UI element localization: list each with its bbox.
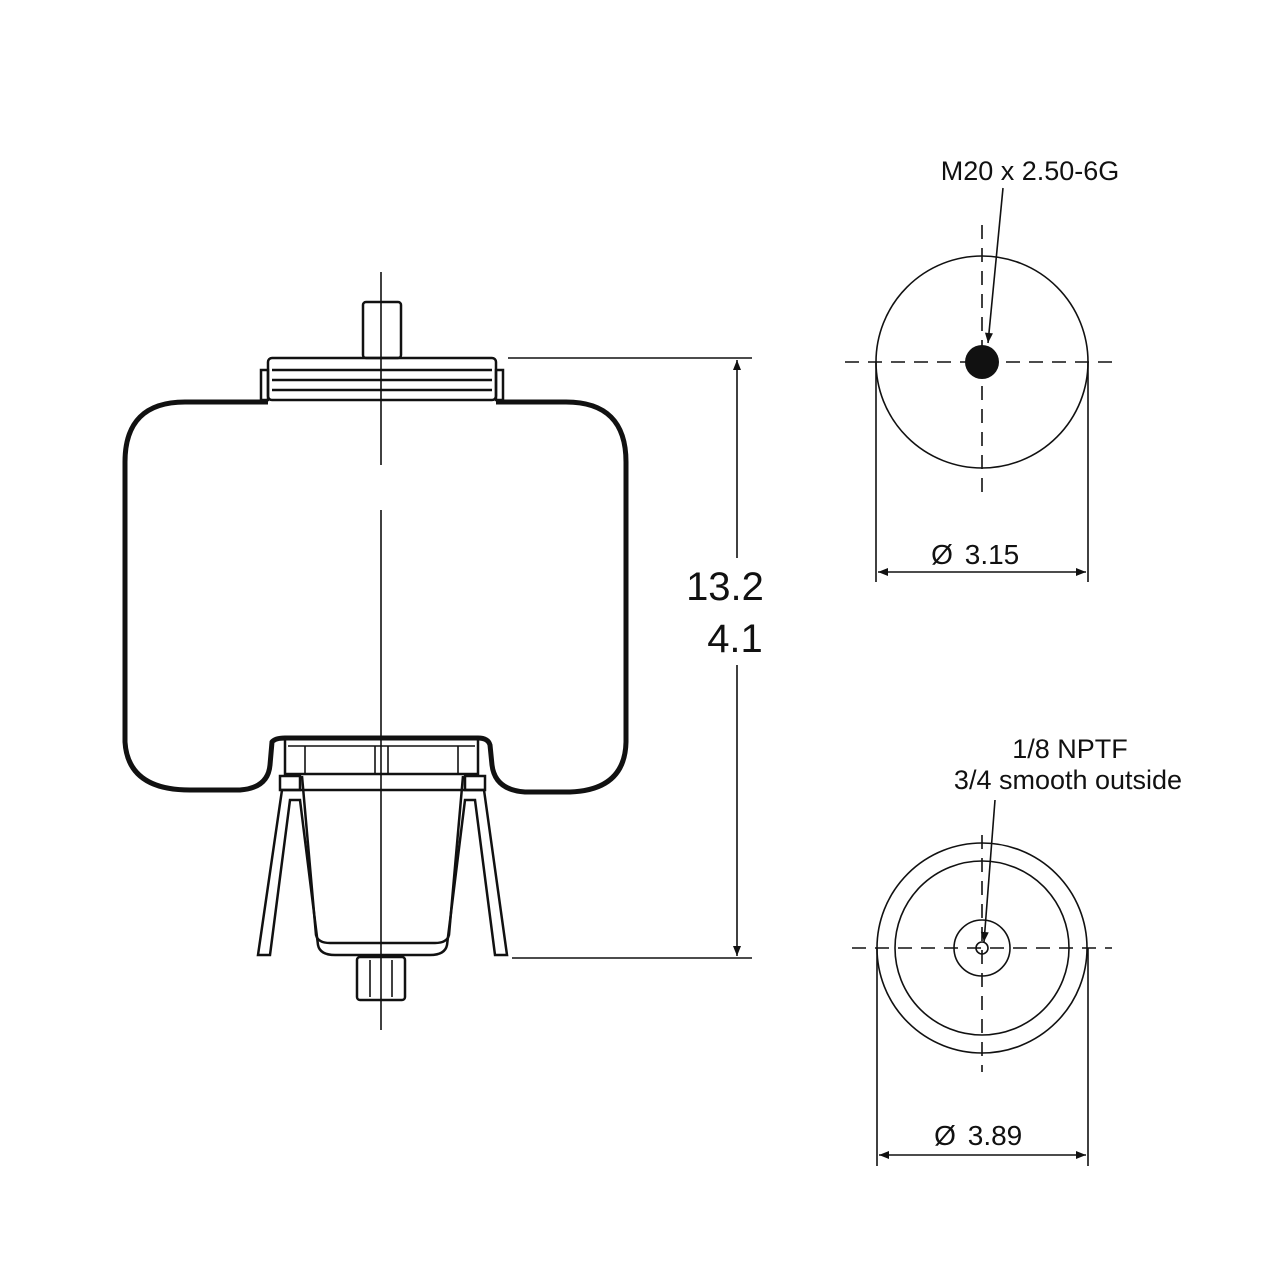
piston bbox=[256, 736, 509, 957]
thread-leader bbox=[984, 187, 1004, 344]
port-label-line1: 1/8 NPTF bbox=[1012, 734, 1128, 764]
bottom-stud bbox=[355, 955, 407, 1002]
thread-label: M20 x 2.50-6G bbox=[941, 156, 1120, 186]
diameter-symbol: Ø bbox=[934, 1120, 956, 1151]
bottom-diameter-label: 3.89 bbox=[968, 1120, 1023, 1151]
height-dimension: 13.2 4.1 bbox=[508, 357, 764, 959]
top-bead-plate bbox=[259, 356, 505, 402]
diameter-symbol: Ø bbox=[931, 539, 953, 570]
side-view: 13.2 4.1 bbox=[122, 272, 764, 1030]
top-diameter-label: 3.15 bbox=[965, 539, 1020, 570]
port-leader bbox=[980, 799, 996, 943]
bellows-outline bbox=[122, 399, 629, 795]
port-label-line2: 3/4 smooth outside bbox=[954, 765, 1182, 795]
height-min-label: 4.1 bbox=[707, 617, 763, 661]
thread-hole bbox=[965, 345, 999, 379]
height-max-label: 13.2 bbox=[686, 565, 764, 609]
bottom-view: 1/8 NPTF 3/4 smooth outside Ø 3.89 bbox=[852, 734, 1182, 1166]
top-view: M20 x 2.50-6G Ø 3.15 bbox=[845, 156, 1120, 582]
top-stud bbox=[361, 300, 403, 360]
